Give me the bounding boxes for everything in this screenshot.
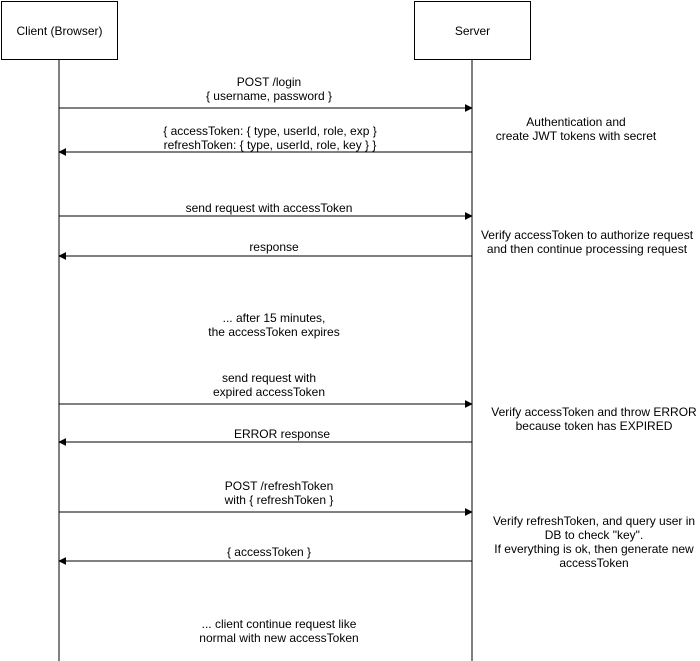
- note-continue-request: ... client continue request like normal …: [199, 617, 359, 645]
- server-note-refresh: Verify refreshToken, and query user in D…: [492, 514, 696, 570]
- server-note-authentication: Authentication and create JWT tokens wit…: [495, 115, 657, 143]
- message-response-label: response: [249, 240, 299, 254]
- message-refresh-token-label: POST /refreshToken with { refreshToken }: [224, 479, 334, 507]
- client-label: Client (Browser): [16, 23, 103, 38]
- server-note-expired: Verify accessToken and throw ERROR becau…: [491, 405, 697, 433]
- message-tokens-label: { accessToken: { type, userId, role, exp…: [163, 124, 377, 152]
- message-error-response-label: ERROR response: [233, 427, 331, 441]
- message-arrows: [58, 104, 473, 565]
- server-note-verify-access: Verify accessToken to authorize request …: [480, 228, 694, 256]
- note-token-expires: ... after 15 minutes, the accessToken ex…: [208, 311, 340, 339]
- message-new-access-token-label: { accessToken }: [226, 545, 312, 559]
- server-participant: Server: [414, 1, 531, 60]
- message-login-label: POST /login { username, password }: [205, 75, 333, 103]
- client-participant: Client (Browser): [1, 1, 118, 60]
- message-send-request-label: send request with accessToken: [185, 201, 353, 215]
- message-expired-request-label: send request with expired accessToken: [212, 371, 326, 399]
- server-label: Server: [454, 23, 491, 38]
